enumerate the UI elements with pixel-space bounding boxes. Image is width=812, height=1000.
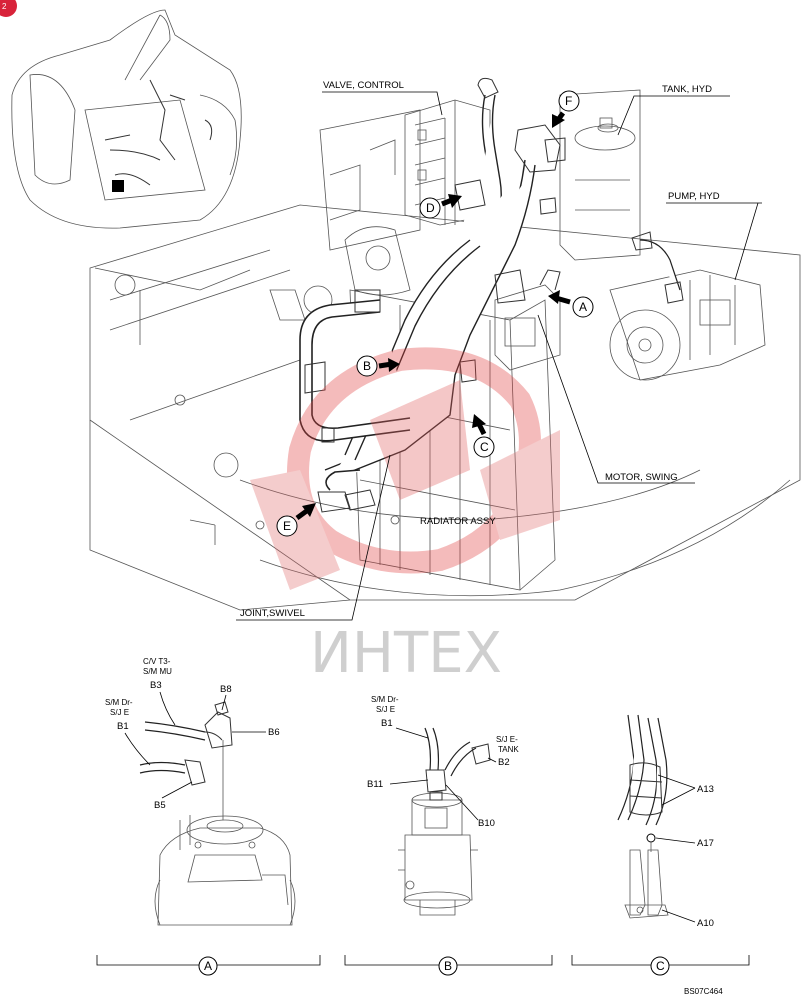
svg-text:A13: A13 (697, 784, 714, 795)
label-tank-hyd: TANK, HYD (617, 84, 730, 136)
svg-text:F: F (565, 94, 572, 108)
svg-text:B3: B3 (150, 680, 162, 691)
svg-text:D: D (426, 201, 435, 215)
svg-text:B11: B11 (367, 779, 383, 790)
pump-hyd-label: PUMP, HYD (668, 191, 720, 202)
detail-a: C/V T3- S/M MU B3 B8 B6 S/M Dr- S/J E B1… (96, 657, 321, 976)
machine-overview-inset (11, 9, 242, 229)
svg-text:B1: B1 (117, 721, 129, 732)
watermark-text: ИНТЕХ (310, 621, 502, 686)
callout-d: D (419, 194, 462, 219)
callout-f: F (552, 90, 580, 128)
label-valve-control: VALVE, CONTROL (322, 80, 443, 116)
svg-text:B6: B6 (268, 727, 280, 738)
svg-text:C: C (480, 440, 489, 454)
svg-text:B1: B1 (381, 718, 393, 729)
svg-text:S/M MU: S/M MU (143, 667, 172, 676)
svg-text:A10: A10 (697, 918, 714, 929)
callout-b: B (356, 355, 400, 377)
svg-text:B: B (363, 359, 371, 373)
callout-c: C (472, 414, 495, 458)
svg-text:E: E (283, 519, 291, 533)
page-badge: 2 (0, 0, 17, 17)
detail-b-title: B (444, 959, 452, 973)
svg-text:A: A (579, 300, 587, 314)
callout-a: A (548, 290, 594, 318)
motor-swing-label: MOTOR, SWING (605, 472, 678, 483)
joint-swivel-label: JOINT,SWIVEL (240, 608, 305, 619)
detail-c-title: C (656, 959, 665, 973)
detail-c: A13 A17 A10 C (571, 714, 750, 976)
document-code: BS07C464 (684, 987, 723, 996)
label-motor-swing: MOTOR, SWING (537, 314, 695, 484)
svg-text:B8: B8 (220, 684, 232, 695)
svg-text:B2: B2 (498, 757, 510, 768)
label-pump-hyd: PUMP, HYD (666, 191, 762, 281)
svg-text:C/V T3-: C/V T3- (143, 657, 171, 666)
svg-text:B5: B5 (154, 800, 166, 811)
main-isometric-view (89, 77, 801, 611)
svg-text:TANK: TANK (498, 745, 519, 754)
tank-hyd-label: TANK, HYD (662, 84, 712, 95)
label-joint-swivel: JOINT,SWIVEL (236, 454, 391, 621)
page-badge-number: 2 (2, 2, 7, 11)
svg-text:S/J E: S/J E (376, 705, 395, 714)
svg-text:B10: B10 (478, 818, 495, 829)
svg-text:S/J E-: S/J E- (496, 735, 518, 744)
radiator-assy-label: RADIATOR ASSY (420, 516, 496, 527)
svg-text:A17: A17 (697, 838, 714, 849)
detail-a-title: A (204, 959, 212, 973)
svg-text:S/M Dr-: S/M Dr- (371, 695, 399, 704)
detail-b: S/M Dr- S/J E B1 S/J E- TANK B2 B11 B10 … (344, 695, 553, 976)
svg-text:S/J E: S/J E (110, 708, 129, 717)
svg-text:S/M Dr-: S/M Dr- (105, 698, 133, 707)
callout-e: E (276, 503, 316, 537)
valve-control-label: VALVE, CONTROL (323, 80, 404, 91)
